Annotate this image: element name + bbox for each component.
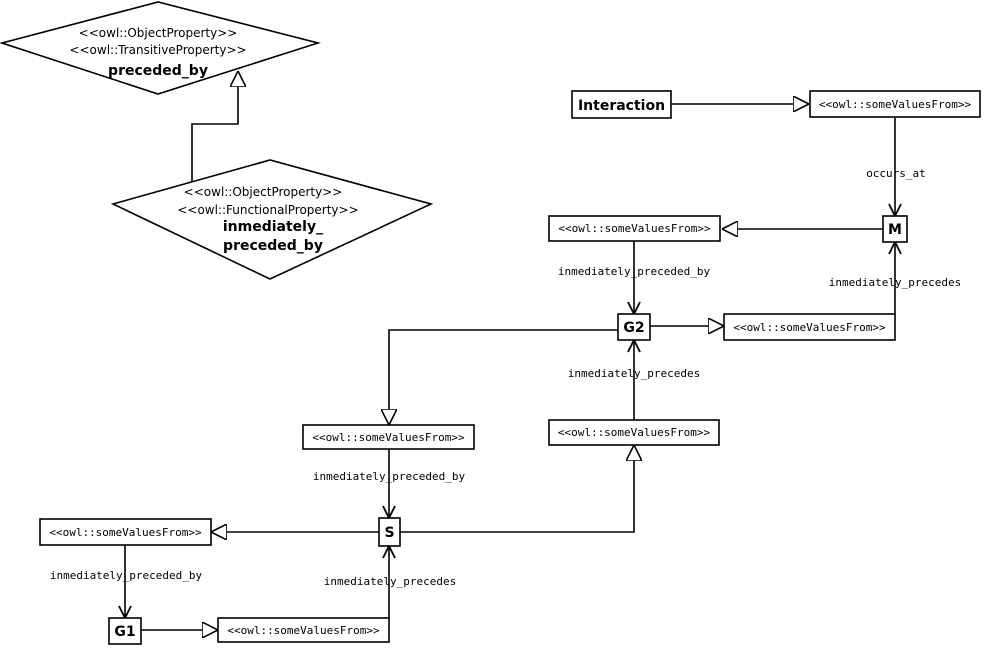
restriction-s-right: <<owl::someValuesFrom>>: [548, 419, 720, 446]
class-s: S: [378, 517, 401, 547]
restriction-g1-right: <<owl::someValuesFrom>>: [217, 617, 390, 643]
class-label: G2: [623, 320, 644, 336]
class-g2: G2: [617, 313, 651, 341]
edge-s-restriction-right: [400, 445, 634, 533]
edge-label-m-g2-preceded: inmediately_preceded_by: [558, 265, 711, 278]
restriction-label: <<owl::someValuesFrom>>: [733, 321, 886, 334]
class-label: Interaction: [578, 98, 665, 114]
class-label: G1: [114, 624, 135, 640]
property-name-line1: inmediately_: [223, 219, 323, 235]
class-label: S: [384, 525, 394, 541]
subproperty-edge: [191, 71, 238, 182]
edge-label-occurs-at: occurs_at: [866, 167, 926, 180]
class-label: M: [888, 222, 902, 238]
edge-label-g2-m-precedes: inmediately_precedes: [829, 276, 961, 289]
class-g1: G1: [108, 617, 142, 645]
class-interaction: Interaction: [571, 90, 672, 119]
restriction-label: <<owl::someValuesFrom>>: [558, 222, 711, 235]
restriction-label: <<owl::someValuesFrom>>: [49, 526, 202, 539]
restriction-m-left: <<owl::someValuesFrom>>: [548, 215, 721, 242]
property-name-line2: preceded_by: [223, 238, 323, 254]
restriction-label: <<owl::someValuesFrom>>: [819, 98, 972, 111]
restriction-interaction: <<owl::someValuesFrom>>: [809, 90, 981, 118]
edge-g2-s-restriction: [389, 329, 618, 425]
property-name: preceded_by: [108, 63, 208, 79]
property-preceded-by: <<owl::ObjectProperty>> <<owl::Transitiv…: [0, 1, 321, 95]
restriction-label: <<owl::someValuesFrom>>: [312, 431, 465, 444]
class-m: M: [882, 215, 908, 243]
edge-label-s-g1-preceded: inmediately_preceded_by: [50, 569, 203, 582]
restriction-s-left: <<owl::someValuesFrom>>: [39, 518, 212, 546]
stereotype-functional-property: <<owl::FunctionalProperty>>: [177, 203, 358, 217]
edge-label-g1-s-precedes: inmediately_precedes: [324, 575, 456, 588]
stereotype-transitive-property: <<owl::TransitiveProperty>>: [69, 43, 246, 57]
restriction-g2-right: <<owl::someValuesFrom>>: [723, 313, 896, 341]
edge-label-s-g2-precedes: inmediately_precedes: [568, 367, 700, 380]
restriction-s-top: <<owl::someValuesFrom>>: [302, 424, 475, 450]
stereotype-object-property: <<owl::ObjectProperty>>: [79, 26, 238, 40]
edge-label-g2-s-preceded: inmediately_preceded_by: [313, 470, 466, 483]
restriction-label: <<owl::someValuesFrom>>: [227, 624, 380, 637]
property-inmediately-preceded-by: <<owl::ObjectProperty>> <<owl::Functiona…: [110, 159, 434, 280]
stereotype-object-property: <<owl::ObjectProperty>>: [184, 185, 343, 199]
restriction-label: <<owl::someValuesFrom>>: [558, 426, 711, 439]
